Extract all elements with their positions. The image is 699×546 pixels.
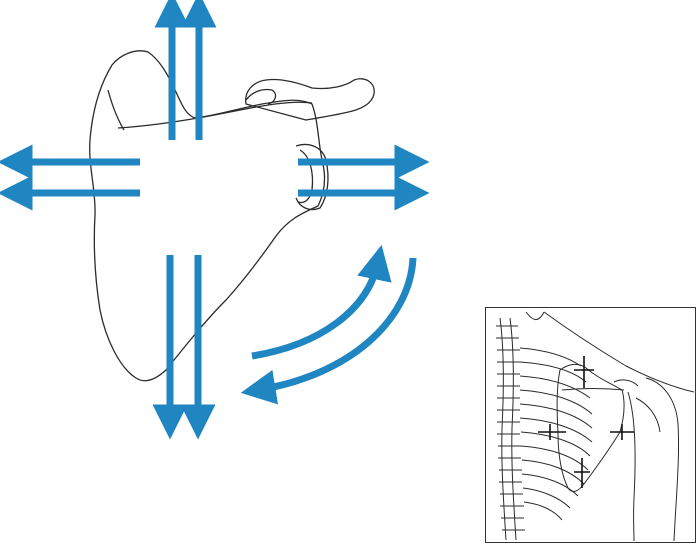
vertebrae-icon bbox=[496, 326, 525, 530]
inset-thorax-drawing bbox=[486, 308, 694, 541]
inset-thorax-illustration bbox=[485, 307, 696, 543]
rotation-arrows bbox=[252, 258, 413, 390]
upward-rotation-arrow bbox=[252, 262, 378, 356]
crosshair-left bbox=[538, 424, 566, 440]
retraction-arrows bbox=[15, 162, 140, 193]
protraction-arrows bbox=[298, 162, 412, 193]
ribs-icon bbox=[520, 348, 592, 520]
depression-arrows bbox=[170, 255, 198, 422]
crosshair-right bbox=[610, 424, 634, 440]
spine-icon bbox=[500, 318, 506, 540]
crosshair-lower bbox=[574, 458, 590, 488]
scapula-outline bbox=[90, 51, 375, 381]
arm-icon bbox=[646, 378, 679, 541]
